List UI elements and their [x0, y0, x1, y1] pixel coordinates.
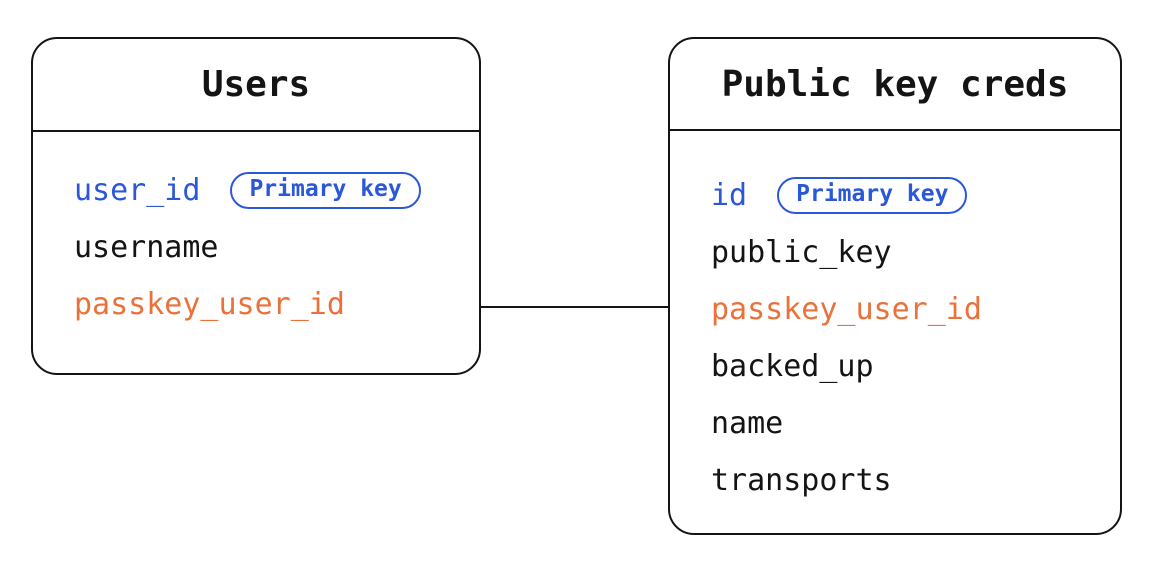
field-row: username	[74, 219, 479, 276]
field-name-backed-up: backed_up	[711, 349, 874, 384]
table-fields-public-key-creds: id Primary key public_key passkey_user_i…	[670, 131, 1120, 509]
field-row: public_key	[711, 224, 1120, 281]
field-name-user-id: user_id	[74, 173, 201, 208]
field-row: transports	[711, 452, 1120, 509]
field-name-name: name	[711, 406, 784, 441]
field-name-public-key: public_key	[711, 235, 892, 270]
relationship-line	[481, 306, 668, 308]
field-row: backed_up	[711, 338, 1120, 395]
field-row: user_id Primary key	[74, 162, 479, 219]
field-row: id Primary key	[711, 167, 1120, 224]
field-name-passkey-user-id: passkey_user_id	[711, 292, 982, 327]
table-node-users: Users user_id Primary key username passk…	[31, 37, 481, 375]
table-title-users: Users	[33, 39, 479, 132]
field-name-id: id	[711, 178, 748, 213]
field-name-username: username	[74, 230, 219, 265]
field-row: passkey_user_id	[711, 281, 1120, 338]
field-row: passkey_user_id	[74, 276, 479, 333]
table-node-public-key-creds: Public key creds id Primary key public_k…	[668, 37, 1122, 535]
field-row: name	[711, 395, 1120, 452]
table-title-public-key-creds: Public key creds	[670, 39, 1120, 131]
field-name-transports: transports	[711, 463, 892, 498]
field-name-passkey-user-id: passkey_user_id	[74, 287, 345, 322]
table-fields-users: user_id Primary key username passkey_use…	[33, 132, 479, 333]
primary-key-badge: Primary key	[230, 172, 421, 209]
primary-key-badge: Primary key	[777, 177, 968, 214]
